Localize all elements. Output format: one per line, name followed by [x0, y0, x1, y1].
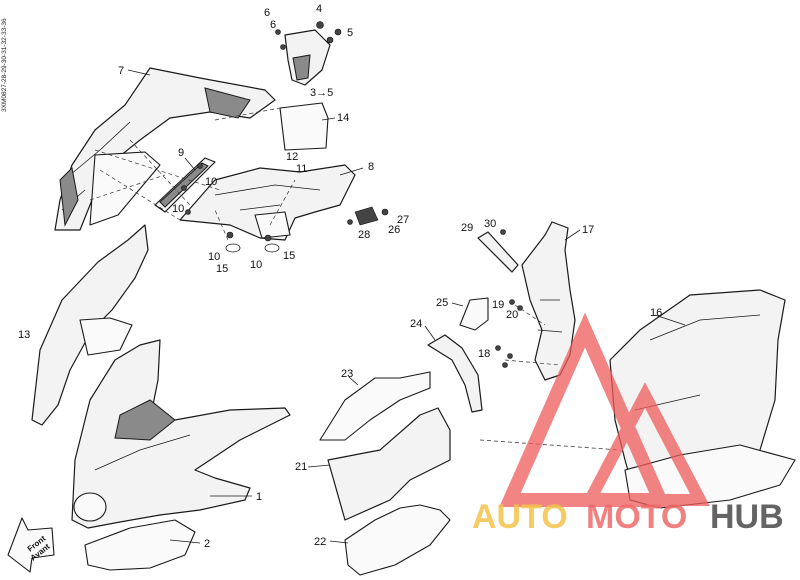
part-17-inner-bracket — [521, 221, 576, 381]
callout-18: 18 — [478, 348, 490, 360]
callout-14: 14 — [337, 112, 349, 124]
part-26-connector — [347, 206, 389, 226]
callout-10-d: 10 — [250, 259, 262, 271]
callout-20: 20 — [506, 309, 518, 321]
leader-lines — [127, 69, 686, 544]
part-24-trim — [427, 334, 483, 413]
callout-21: 21 — [295, 461, 307, 473]
callout-15-b: 15 — [283, 250, 295, 262]
callout-6-top: 6 — [264, 7, 270, 19]
callout-24: 24 — [410, 318, 422, 330]
part-1-main-fairing — [71, 339, 291, 529]
assembly-dashed-lines — [89, 107, 621, 451]
callout-28: 28 — [358, 229, 370, 241]
callout-7: 7 — [118, 65, 124, 77]
part-22-lower-panel — [344, 504, 451, 576]
reference-code: 3XM0827-28-29-30-31-32-33-36 — [1, 18, 8, 112]
part-23-panel — [319, 371, 431, 441]
callout-10-b: 10 — [172, 203, 184, 215]
part-2-lower-lip — [84, 519, 196, 571]
callout-labels: 1 2 3→5 4 5 6 6 7 8 9 10 10 10 10 11 12 … — [18, 3, 662, 550]
callout-8: 8 — [368, 161, 374, 173]
callout-27: 27 — [397, 214, 409, 226]
callout-10-c: 10 — [208, 251, 220, 263]
callout-4: 4 — [316, 3, 322, 15]
callout-9: 9 — [178, 147, 184, 159]
part-16-side-fairing — [609, 289, 796, 509]
front-direction-arrow: Front Avant — [7, 517, 55, 573]
part-13-side-panel — [31, 224, 149, 426]
watermark-logo — [499, 312, 710, 507]
callout-6-side: 6 — [270, 19, 276, 31]
callout-19: 19 — [492, 299, 504, 311]
callout-23: 23 — [341, 368, 353, 380]
part-14-panel — [279, 102, 329, 151]
callout-17: 17 — [582, 224, 594, 236]
callout-3-to-5: 3→5 — [310, 87, 333, 99]
part-21-panel — [327, 407, 451, 521]
callout-16: 16 — [650, 307, 662, 319]
callout-29: 29 — [461, 222, 473, 234]
callout-2: 2 — [204, 538, 210, 550]
callout-13: 13 — [18, 329, 30, 341]
callout-22: 22 — [314, 536, 326, 548]
watermark-moto: MOTO — [586, 498, 687, 536]
watermark-hub: HUB — [710, 498, 784, 536]
part-29-strap — [477, 229, 519, 273]
watermark-text: AUTO MOTO HUB — [472, 498, 784, 536]
part-9-grille — [154, 157, 216, 213]
part-25-bracket — [459, 297, 489, 331]
callout-26: 26 — [388, 224, 400, 236]
callout-5: 5 — [347, 27, 353, 39]
callout-1: 1 — [256, 491, 262, 503]
watermark-auto: AUTO — [472, 498, 568, 536]
callout-11: 11 — [296, 163, 307, 175]
callout-10-a: 10 — [205, 176, 217, 188]
part-8-inner-panel — [179, 164, 356, 241]
callout-30: 30 — [484, 218, 496, 230]
hardware-set-10-15 — [181, 163, 280, 253]
callout-15-a: 15 — [216, 263, 228, 275]
callout-25: 25 — [436, 297, 448, 309]
part-5-bracket — [275, 21, 342, 86]
callout-12: 12 — [286, 151, 298, 163]
